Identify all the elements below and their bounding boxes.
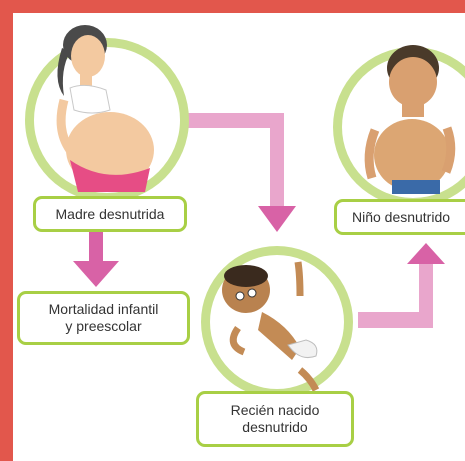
arrow-newborn-to-child	[358, 243, 445, 328]
mother-label: Madre desnutrida	[33, 196, 187, 232]
mortality-label: Mortalidad infantil y preescolar	[17, 291, 190, 345]
arrow-mother-to-newborn	[180, 113, 296, 232]
newborn-illustration	[201, 246, 353, 398]
mother-illustration	[25, 25, 189, 202]
child-label: Niño desnutrido	[334, 199, 465, 235]
newborn-label: Recién nacido desnutrido	[196, 391, 354, 447]
arrow-mother-to-mortality	[73, 232, 119, 287]
child-illustration	[333, 45, 465, 207]
